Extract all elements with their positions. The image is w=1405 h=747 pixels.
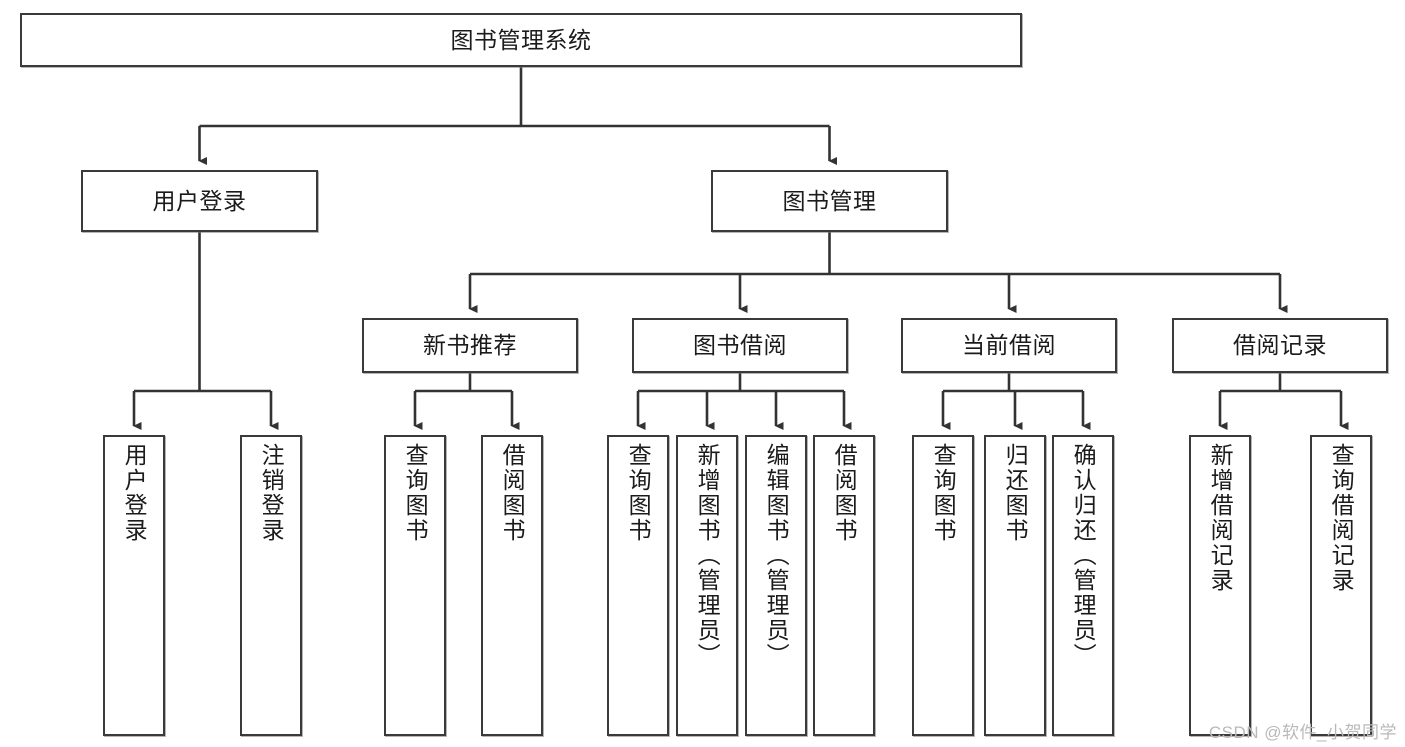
node-label: 借阅图书 [831, 443, 858, 543]
node-label: 查询图书 [402, 443, 429, 543]
node-label: 用户登录 [121, 443, 148, 543]
node-label: 查询借阅记录 [1328, 443, 1355, 593]
node-label: 用户登录 [152, 187, 247, 214]
node-label: 借阅记录 [1233, 332, 1327, 359]
csdn-watermark: CSDN @软件_小贺同学 [1208, 723, 1397, 742]
node-current[interactable]: 当前借阅 [901, 318, 1117, 373]
node-leaf-bk-query[interactable]: 查询图书 [607, 435, 669, 736]
node-label: 新增图书（管理员） [694, 443, 721, 668]
node-leaf-rec-add[interactable]: 新增借阅记录 [1189, 435, 1251, 736]
node-label: 图书管理系统 [450, 26, 592, 53]
node-label: 编辑图书（管理员） [763, 443, 790, 668]
node-label: 新书推荐 [423, 332, 517, 359]
node-leaf-bk-add[interactable]: 新增图书（管理员） [676, 435, 738, 736]
node-leaf-rec-query[interactable]: 查询借阅记录 [1310, 435, 1372, 736]
node-label: 借阅图书 [499, 443, 526, 543]
node-records[interactable]: 借阅记录 [1172, 318, 1388, 373]
node-label: 新增借阅记录 [1207, 443, 1234, 593]
node-label: 确认归还（管理员） [1070, 443, 1097, 668]
node-label: 归还图书 [1002, 443, 1029, 543]
node-leaf-user-login[interactable]: 用户登录 [103, 435, 165, 736]
node-label: 图书管理 [782, 187, 877, 214]
node-label: 图书借阅 [693, 332, 787, 359]
node-label: 注销登录 [258, 443, 285, 543]
node-leaf-bk-borrow[interactable]: 借阅图书 [813, 435, 875, 736]
node-leaf-cur-confirm[interactable]: 确认归还（管理员） [1052, 435, 1114, 736]
node-leaf-nb-query[interactable]: 查询图书 [384, 435, 446, 736]
node-label: 查询图书 [625, 443, 652, 543]
node-leaf-bk-edit[interactable]: 编辑图书（管理员） [745, 435, 807, 736]
node-login[interactable]: 用户登录 [81, 170, 318, 232]
node-newbooks[interactable]: 新书推荐 [362, 318, 578, 373]
node-bookmgmt[interactable]: 图书管理 [711, 170, 948, 232]
node-leaf-cur-return[interactable]: 归还图书 [984, 435, 1046, 736]
node-label: 查询图书 [930, 443, 957, 543]
node-leaf-cur-query[interactable]: 查询图书 [912, 435, 974, 736]
node-leaf-user-logout[interactable]: 注销登录 [240, 435, 302, 736]
node-label: 当前借阅 [962, 332, 1056, 359]
node-borrow[interactable]: 图书借阅 [632, 318, 848, 373]
node-leaf-nb-borrow[interactable]: 借阅图书 [481, 435, 543, 736]
node-root[interactable]: 图书管理系统 [20, 13, 1022, 67]
